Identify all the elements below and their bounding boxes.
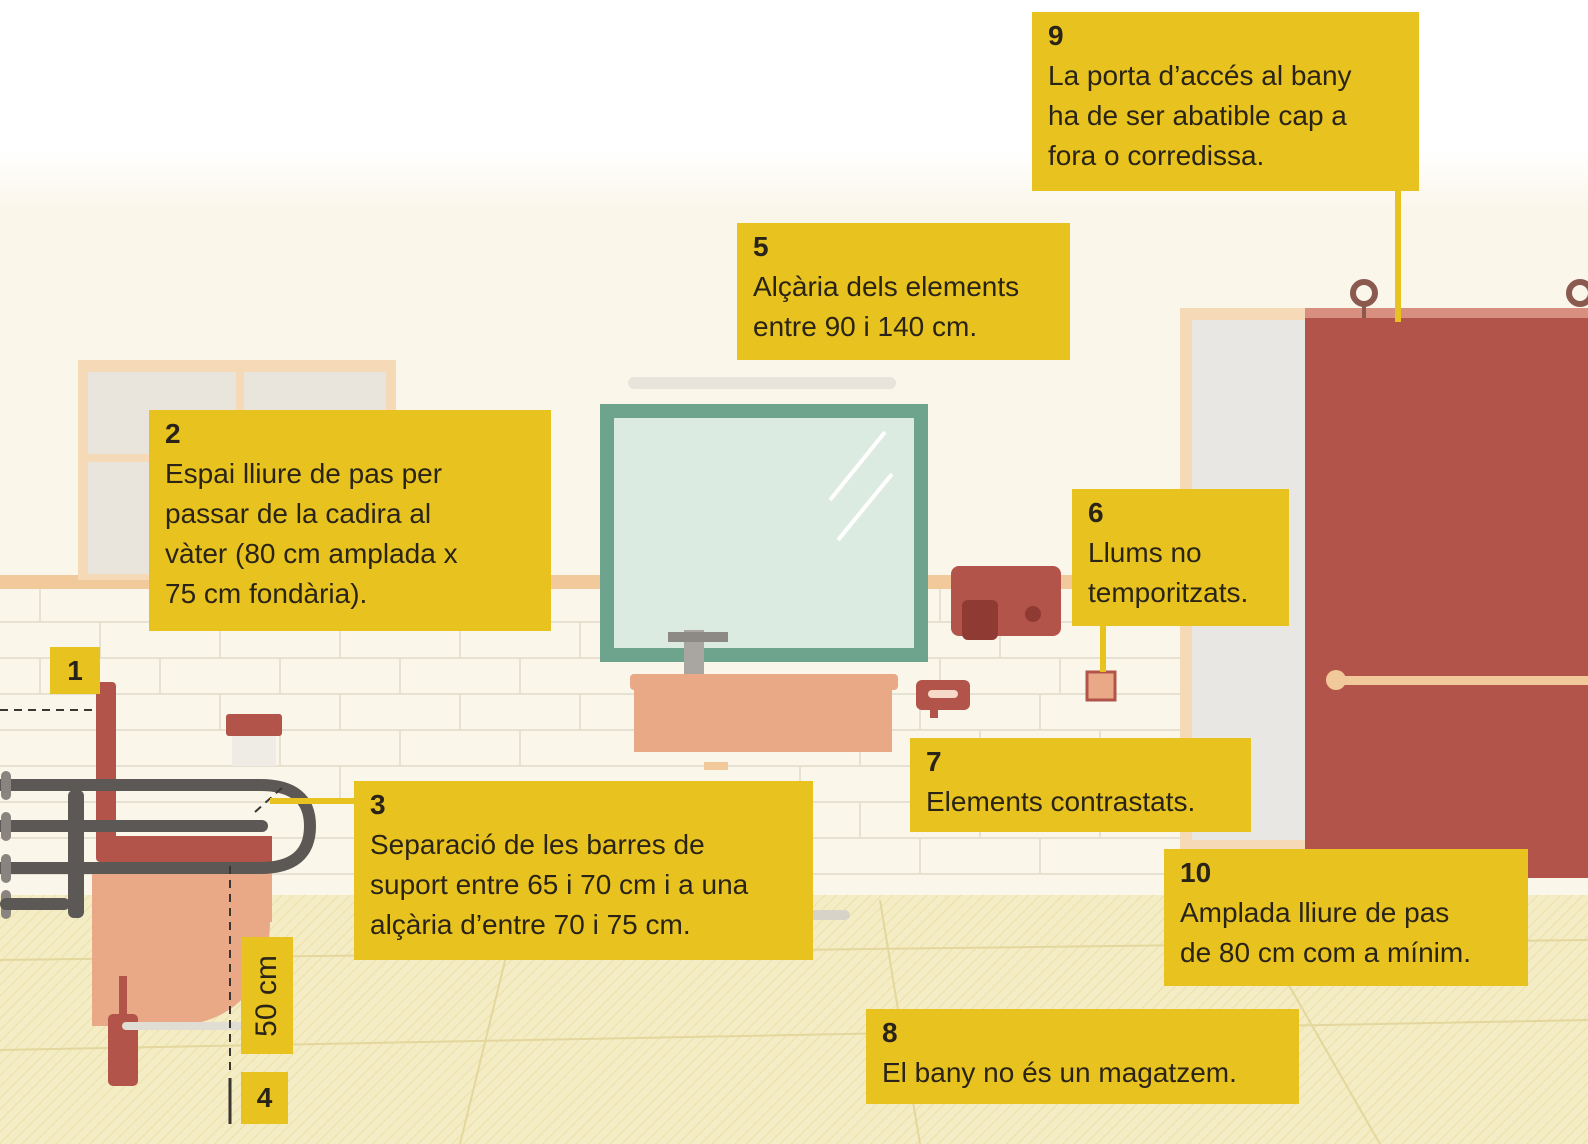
toilet-brush [108,976,138,1086]
paper-holder [226,714,282,766]
door-handle [1326,670,1588,690]
callout-8-text: El bany no és un magatzem. [882,1057,1237,1088]
callout-6-number: 6 [1088,497,1104,528]
callout-1: 1 [50,647,100,694]
door-rail [1305,308,1588,318]
callout-5-number: 5 [753,231,769,262]
mirror [600,404,928,662]
callout-4: 4 [241,1072,288,1124]
grab-bars [0,779,317,874]
callout-10-text: Amplada lliure de pas de 80 cm com a mín… [1180,897,1471,968]
callout-5-text: Alçària dels elements entre 90 i 140 cm. [753,271,1020,342]
callout-7: 7 Elements contrastats. [910,738,1251,832]
callout-3: 3 Separació de les barres de suport entr… [354,781,813,960]
light-switch [1085,670,1117,702]
callout-2: 2 Espai lliure de pas per passar de la c… [149,410,551,631]
callout-6: 6 Llums no temporitzats. [1072,489,1289,626]
callout-10: 10 Amplada lliure de pas de 80 cm com a … [1164,849,1528,986]
callout-2-number: 2 [165,418,181,449]
callout-10-number: 10 [1180,857,1212,888]
callout-1-number: 1 [67,655,83,686]
dimension-lines [0,709,285,1075]
callout-9-number: 9 [1048,20,1064,51]
mirror-light [628,377,896,389]
height-50cm-text: 50 cm [250,954,283,1037]
paper-dispenser [916,680,970,718]
toilet-support-bar [68,790,84,918]
callout-7-number: 7 [926,746,942,777]
door-rollers [1350,279,1588,318]
callout-4-number: 4 [256,1082,273,1113]
callout-2-text: Espai lliure de pas per passar de la cad… [165,458,458,609]
callout-8: 8 El bany no és un magatzem. [866,1009,1299,1104]
callout-8-number: 8 [882,1017,898,1048]
callout-5: 5 Alçària dels elements entre 90 i 140 c… [737,223,1070,360]
sliding-door [1305,318,1588,878]
height-50cm-label: 50 cm [241,937,293,1054]
sink [630,674,898,920]
callout-3-number: 3 [370,789,386,820]
callout-6-text: Llums no temporitzats. [1088,537,1249,608]
callout-9: 9 La porta d’accés al bany ha de ser aba… [1032,12,1419,191]
callout-9-text: La porta d’accés al bany ha de ser abati… [1048,60,1352,171]
faucet [668,630,728,676]
callout-7-text: Elements contrastats. [926,786,1196,817]
callout-3-text: Separació de les barres de suport entre … [370,829,749,940]
hand-dryer [951,566,1061,640]
